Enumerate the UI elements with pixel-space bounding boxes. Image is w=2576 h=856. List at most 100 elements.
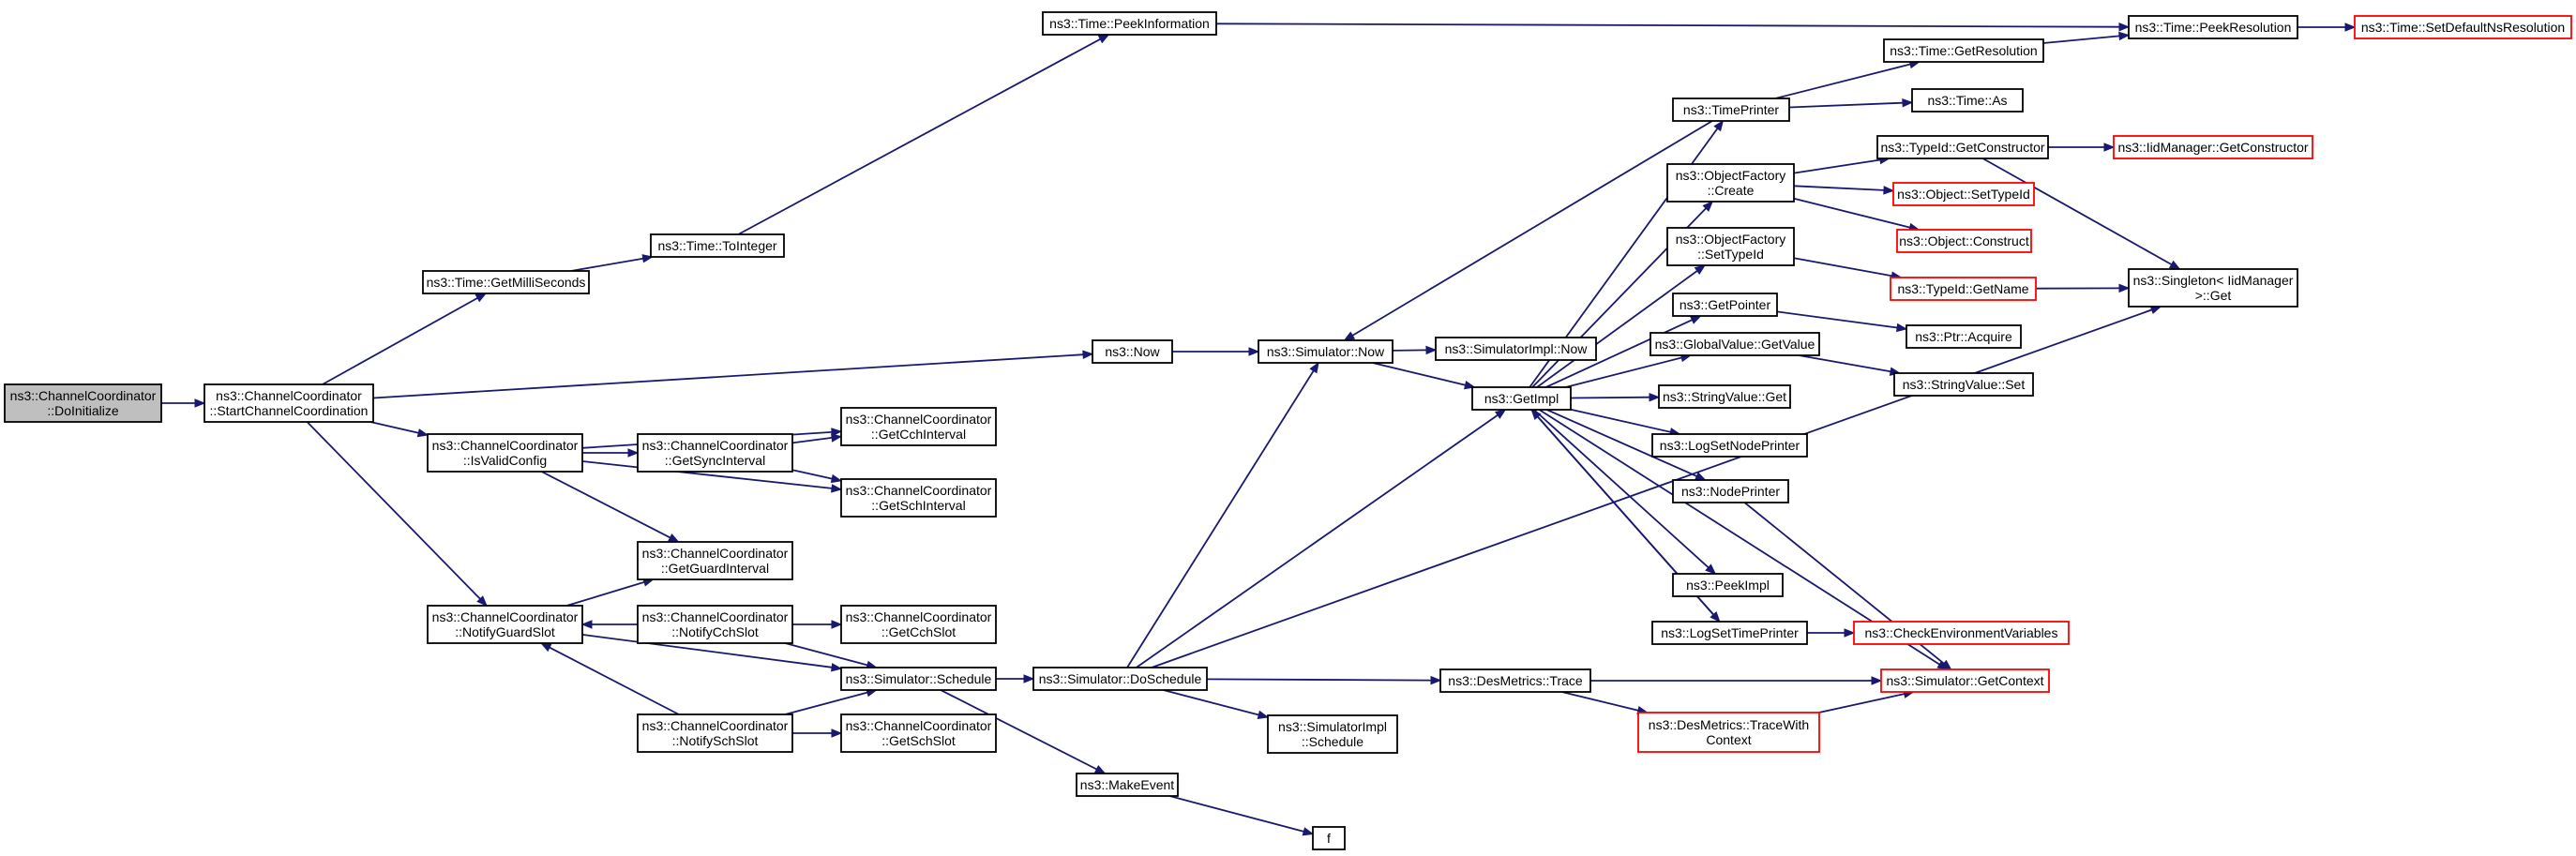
node-box [2128, 15, 2298, 39]
node-getguard[interactable]: ns3::ChannelCoordinator::GetGuardInterva… [637, 541, 793, 580]
arrowhead [194, 398, 206, 408]
node-doinit[interactable]: ns3::ChannelCoordinator::DoInitialize [4, 383, 162, 423]
node-makeevent[interactable]: ns3::MakeEvent [1076, 773, 1179, 797]
node-checkenv[interactable]: ns3::CheckEnvironmentVariables [1853, 621, 2070, 645]
node-box [422, 270, 590, 294]
node-label: ns3::Now [1105, 344, 1160, 359]
node-notifycch[interactable]: ns3::ChannelCoordinator::NotifyCchSlot [637, 605, 793, 644]
node-destrace[interactable]: ns3::DesMetrics::Trace [1439, 668, 1591, 693]
edge-doinit-to-startcc [161, 398, 206, 408]
node-label: ns3::Simulator::Now [1267, 344, 1385, 359]
edge-notifyguard-to-schedule [581, 634, 843, 672]
node-gvgetvalue[interactable]: ns3::GlobalValue::GetValue [1650, 332, 1820, 356]
arrowhead [1883, 186, 1895, 195]
node-box [1650, 332, 1820, 356]
node-getresolution[interactable]: ns3::Time::GetResolution [1883, 38, 2044, 63]
node-isvalid[interactable]: ns3::ChannelCoordinator::IsValidConfig [427, 433, 583, 473]
node-f[interactable]: f [1312, 826, 1346, 850]
node-label: ns3::MakeEvent [1080, 777, 1174, 792]
node-label: ns3::CheckEnvironmentVariables [1865, 625, 2058, 640]
arrowhead [2118, 31, 2131, 41]
arrowhead [1713, 119, 1725, 132]
node-getpointer[interactable]: ns3::GetPointer [1672, 293, 1778, 317]
node-label: ns3::LogSetTimePrinter [1661, 625, 1799, 640]
node-nodeprinter[interactable]: ns3::NodePrinter [1672, 479, 1789, 503]
edge-timeprinter-to-getresolution [1774, 60, 1921, 99]
arrowhead [1689, 315, 1702, 324]
arrowhead [830, 473, 843, 484]
node-ofsettypeid[interactable]: ns3::ObjectFactory::SetTypeId [1666, 227, 1795, 266]
edge-startcc-to-getms [322, 293, 488, 385]
node-toint[interactable]: ns3::Time::ToInteger [650, 233, 785, 258]
node-getcchint[interactable]: ns3::ChannelCoordinator::GetCchInterval [840, 407, 997, 446]
edge-notifycch-to-getcchslot [792, 620, 843, 629]
edge-destracewith-to-getcontext [1818, 689, 1915, 713]
arrowhead [1702, 201, 1714, 212]
node-box [1076, 773, 1179, 797]
node-label: ::StartChannelCoordination [210, 403, 369, 418]
node-logsetnode[interactable]: ns3::LogSetNodePrinter [1651, 433, 1808, 458]
arrowhead [2344, 23, 2357, 32]
node-label: ns3::Time::GetResolution [1890, 43, 2037, 58]
edge-ofcreate-to-tidgetctor [1793, 155, 1891, 174]
node-box [1880, 668, 2050, 693]
node-peekres[interactable]: ns3::Time::PeekResolution [2128, 15, 2298, 39]
node-getschslot[interactable]: ns3::ChannelCoordinator::GetSchSlot [840, 713, 997, 753]
node-getcontext[interactable]: ns3::Simulator::GetContext [1880, 668, 2050, 693]
node-label: ns3::ChannelCoordinator [846, 483, 992, 498]
node-box [1651, 433, 1808, 458]
arrowhead [1844, 628, 1856, 638]
node-simimplnow[interactable]: ns3::SimulatorImpl::Now [1435, 337, 1597, 361]
node-singleton[interactable]: ns3::Singleton< IidManager >::Get [2128, 268, 2298, 308]
node-getschint[interactable]: ns3::ChannelCoordinator::GetSchInterval [840, 478, 997, 518]
node-objconstruct[interactable]: ns3::Object::Construct [1896, 229, 2032, 253]
edge-getresolution-to-peekres [2042, 31, 2131, 44]
node-iidgetctor[interactable]: ns3::IidManager::GetConstructor [2113, 135, 2313, 159]
node-timeas[interactable]: ns3::Time::As [1911, 88, 2024, 113]
edge-isvalid-to-getschint [581, 460, 843, 493]
node-notifyguard[interactable]: ns3::ChannelCoordinator::NotifyGuardSlot [427, 605, 583, 644]
node-peekimpl[interactable]: ns3::PeekImpl [1672, 573, 1784, 597]
node-box [840, 713, 997, 753]
node-simimplsched[interactable]: ns3::SimulatorImpl::Schedule [1267, 714, 1398, 754]
node-label: ns3::Ptr::Acquire [1915, 329, 2012, 344]
node-label: ns3::TimePrinter [1683, 102, 1780, 117]
node-logsettime[interactable]: ns3::LogSetTimePrinter [1651, 621, 1808, 645]
node-label: ns3::ChannelCoordinator [216, 388, 362, 403]
arrowhead [539, 642, 552, 653]
node-getimpl[interactable]: ns3::GetImpl [1471, 386, 1572, 411]
node-now[interactable]: ns3::Now [1092, 339, 1173, 364]
node-simnow[interactable]: ns3::Simulator::Now [1258, 339, 1393, 364]
node-label: ns3::TypeId::GetConstructor [1880, 140, 2044, 155]
node-tidgetname[interactable]: ns3::TypeId::GetName [1890, 277, 2037, 301]
node-box [1439, 668, 1591, 693]
node-tidgetctor[interactable]: ns3::TypeId::GetConstructor [1876, 135, 2049, 159]
node-box [1312, 826, 1346, 850]
edge-isvalid-to-getsync [582, 448, 640, 458]
node-getsync[interactable]: ns3::ChannelCoordinator::GetSyncInterval [637, 433, 793, 473]
node-ptracquire[interactable]: ns3::Ptr::Acquire [1906, 324, 2022, 349]
node-setdefaultns[interactable]: ns3::Time::SetDefaultNsResolution [2354, 15, 2572, 39]
node-label: ns3::Object::SetTypeId [1897, 187, 2030, 202]
node-box [1911, 88, 2024, 113]
node-schedule[interactable]: ns3::Simulator::Schedule [840, 667, 997, 691]
arrowhead [1302, 827, 1315, 836]
node-peekinfo[interactable]: ns3::Time::PeekInformation [1042, 11, 1217, 36]
node-ofcreate[interactable]: ns3::ObjectFactory::Create [1666, 163, 1795, 203]
node-timeprinter[interactable]: ns3::TimePrinter [1672, 98, 1790, 122]
edge-destrace-to-destracewith [1561, 691, 1649, 715]
node-getms[interactable]: ns3::Time::GetMilliSeconds [422, 270, 590, 294]
node-svget[interactable]: ns3::StringValue::Get [1658, 384, 1791, 409]
edge-notifysch-to-getschslot [792, 728, 843, 738]
edge-peekinfo-to-peekres [1215, 22, 2131, 32]
node-label: ::GetCchSlot [881, 624, 956, 639]
node-label: ns3::TypeId::GetName [1897, 281, 2028, 296]
node-doschedule[interactable]: ns3::Simulator::DoSchedule [1032, 667, 1208, 691]
node-notifysch[interactable]: ns3::ChannelCoordinator::NotifySchSlot [637, 713, 793, 753]
node-svset[interactable]: ns3::StringValue::Set [1893, 372, 2034, 397]
node-objsettypeid[interactable]: ns3::Object::SetTypeId [1892, 182, 2035, 206]
node-getcchslot[interactable]: ns3::ChannelCoordinator::GetCchSlot [840, 605, 997, 644]
node-label: ns3::LogSetNodePrinter [1660, 438, 1800, 453]
node-startcc[interactable]: ns3::ChannelCoordinator::StartChannelCoo… [203, 383, 374, 423]
